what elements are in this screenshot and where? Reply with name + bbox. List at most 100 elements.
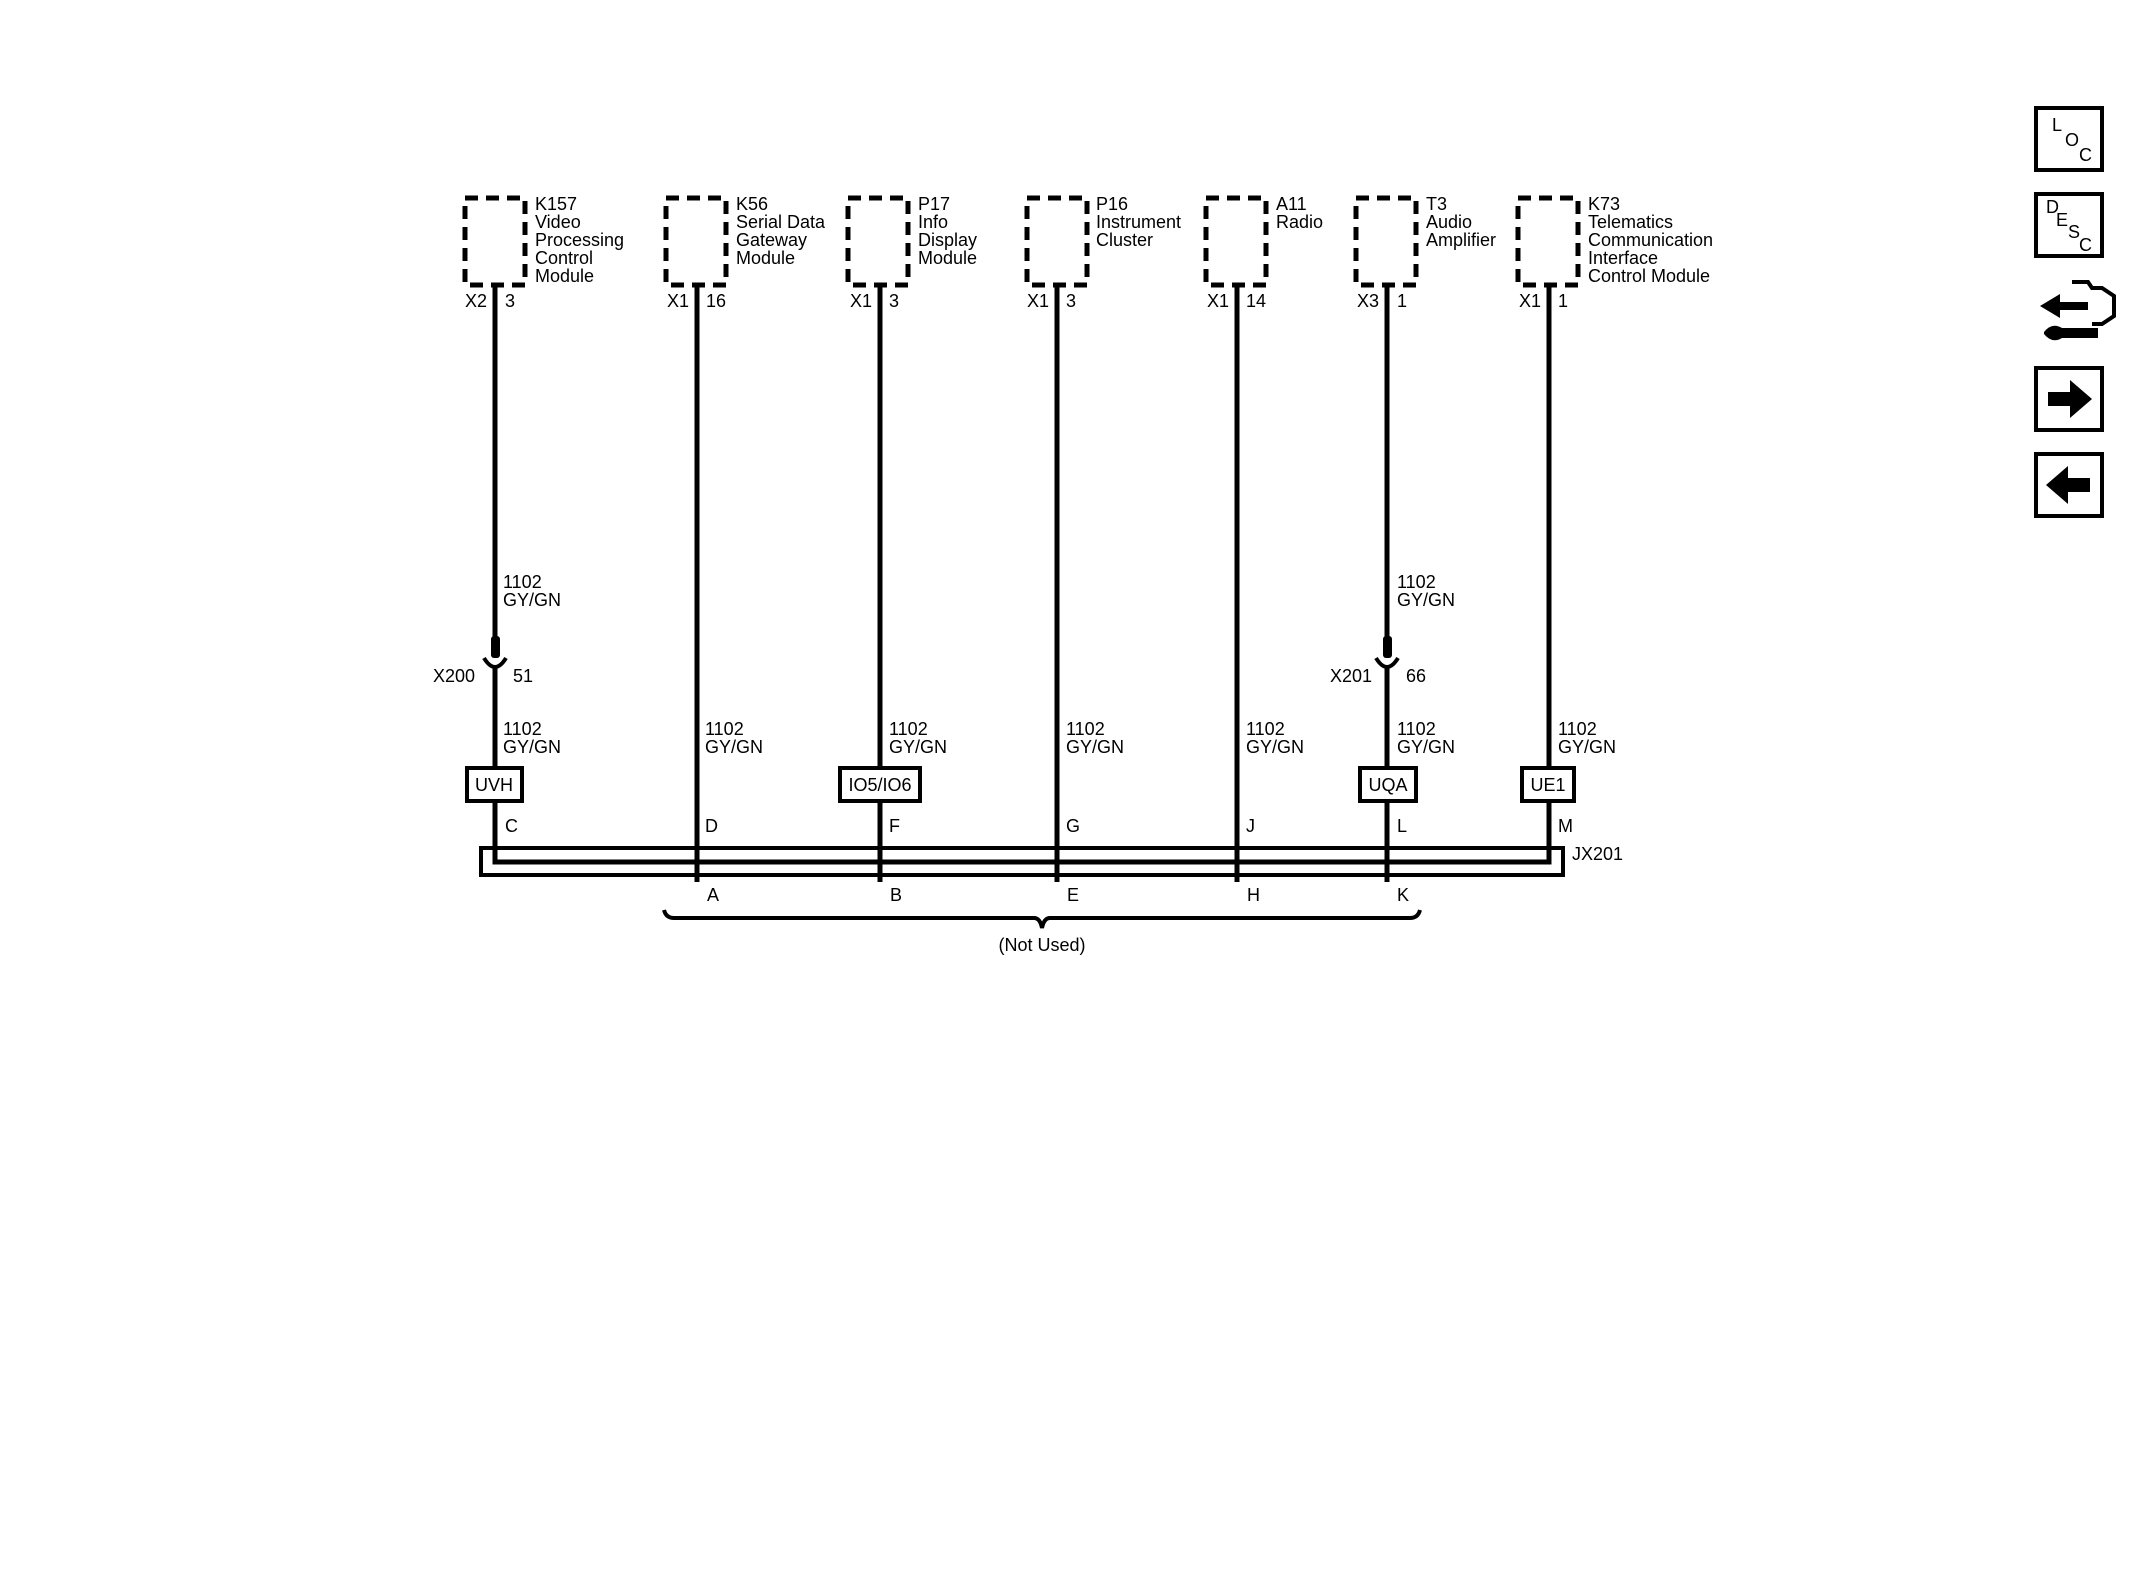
splice-pin-m: M xyxy=(1558,816,1573,836)
svg-text:UE1: UE1 xyxy=(1530,775,1565,795)
wire-label-k56: 1102 GY/GN xyxy=(705,719,763,757)
svg-text:GY/GN: GY/GN xyxy=(503,737,561,757)
module-ref-k157: K157 xyxy=(535,194,577,214)
pin-label-p17: 3 xyxy=(889,291,899,311)
module-name-k73: Communication xyxy=(1588,230,1713,250)
svg-text:D: D xyxy=(2046,197,2059,217)
option-box-io5-io6: IO5/IO6 xyxy=(838,766,922,803)
module-box-k157 xyxy=(462,195,528,288)
connector-service-button[interactable] xyxy=(2040,280,2116,341)
module-name-p16: Instrument xyxy=(1096,212,1181,232)
splice-pack-name: JX201 xyxy=(1572,844,1623,864)
module-box-k56 xyxy=(663,195,729,288)
svg-text:1102: 1102 xyxy=(503,719,542,739)
module-ref-a11: A11 xyxy=(1276,194,1307,214)
connector-label-a11: X1 xyxy=(1207,291,1229,311)
splice-pin-c: C xyxy=(505,816,518,836)
not-used-label: (Not Used) xyxy=(998,935,1085,955)
module-name-a11: Radio xyxy=(1276,212,1323,232)
option-box-uvh: UVH xyxy=(465,766,524,803)
svg-text:GY/GN: GY/GN xyxy=(503,590,561,610)
svg-text:GY/GN: GY/GN xyxy=(1558,737,1616,757)
connector-label-p17: X1 xyxy=(850,291,872,311)
wire-label-k73: 1102 GY/GN xyxy=(1558,719,1616,757)
wire-label-k157-upper: 1102 GY/GN xyxy=(503,572,561,610)
svg-text:1102: 1102 xyxy=(503,572,542,592)
svg-text:GY/GN: GY/GN xyxy=(889,737,947,757)
splice-pin-f: F xyxy=(889,816,900,836)
loc-button[interactable]: L O C xyxy=(2034,106,2104,172)
module-p16: P16 Instrument Cluster X1 3 xyxy=(1024,194,1181,311)
module-ref-k56: K56 xyxy=(736,194,768,214)
splice-pack-outer xyxy=(479,846,1565,877)
module-name-k157: Module xyxy=(535,266,594,286)
module-name-k56: Gateway xyxy=(736,230,807,250)
inline-connector-pin-x200: 51 xyxy=(513,666,533,686)
connector-label-k157: X2 xyxy=(465,291,487,311)
wire-label-a11: 1102 GY/GN xyxy=(1246,719,1304,757)
module-box-p17 xyxy=(845,195,911,288)
svg-text:UVH: UVH xyxy=(475,775,513,795)
module-name-p17: Info xyxy=(918,212,948,232)
splice-pin-g: G xyxy=(1066,816,1080,836)
svg-text:1102: 1102 xyxy=(1066,719,1105,739)
module-ref-p16: P16 xyxy=(1096,194,1128,214)
back-button[interactable] xyxy=(2034,452,2104,518)
module-name-p17: Module xyxy=(918,248,977,268)
splice-pin-j: J xyxy=(1246,816,1255,836)
module-name-p17: Display xyxy=(918,230,977,250)
module-name-k157: Control xyxy=(535,248,593,268)
desc-button[interactable]: D E S C xyxy=(2034,192,2104,258)
connector-label-k56: X1 xyxy=(667,291,689,311)
pin-label-a11: 14 xyxy=(1246,291,1266,311)
module-box-t3 xyxy=(1353,195,1419,288)
wire-label-t3-lower: 1102 GY/GN xyxy=(1397,719,1455,757)
module-t3: T3 Audio Amplifier X3 1 xyxy=(1353,194,1496,311)
wire-label-t3-upper: 1102 GY/GN xyxy=(1397,572,1455,610)
inline-connector-x201: X201 66 xyxy=(1330,636,1426,686)
module-a11: A11 Radio X1 14 xyxy=(1203,194,1323,311)
svg-text:GY/GN: GY/GN xyxy=(705,737,763,757)
svg-text:1102: 1102 xyxy=(1246,719,1285,739)
svg-text:1102: 1102 xyxy=(889,719,928,739)
module-name-k157: Video xyxy=(535,212,581,232)
desc-icon: D E S C xyxy=(2046,197,2092,255)
module-name-k73: Telematics xyxy=(1588,212,1673,232)
wire-label-k157-lower: 1102 GY/GN xyxy=(503,719,561,757)
module-name-k73: Control Module xyxy=(1588,266,1710,286)
splice-pin-k: K xyxy=(1397,885,1409,905)
svg-text:1102: 1102 xyxy=(1397,572,1436,592)
module-k157: K157 Video Processing Control Module X2 … xyxy=(462,194,624,311)
svg-text:C: C xyxy=(2079,145,2092,165)
pin-label-t3: 1 xyxy=(1397,291,1407,311)
module-box-p16 xyxy=(1024,195,1090,288)
arrow-right-icon xyxy=(2048,380,2092,418)
module-box-a11 xyxy=(1203,195,1269,288)
not-used-brace xyxy=(662,909,1422,929)
svg-text:GY/GN: GY/GN xyxy=(1066,737,1124,757)
connector-label-k73: X1 xyxy=(1519,291,1541,311)
svg-text:C: C xyxy=(2079,235,2092,255)
svg-text:GY/GN: GY/GN xyxy=(1397,590,1455,610)
inline-connector-pin-x201: 66 xyxy=(1406,666,1426,686)
module-name-t3: Amplifier xyxy=(1426,230,1496,250)
inline-connector-x200: X200 51 xyxy=(433,636,533,686)
svg-text:IO5/IO6: IO5/IO6 xyxy=(848,775,911,795)
wire-label-p17: 1102 GY/GN xyxy=(889,719,947,757)
svg-text:GY/GN: GY/GN xyxy=(1246,737,1304,757)
loc-icon: L O C xyxy=(2052,115,2092,165)
module-box-k73 xyxy=(1515,195,1581,288)
next-button[interactable] xyxy=(2034,366,2104,432)
splice-pack-jx201: JX201 xyxy=(479,844,1623,877)
pin-label-k157: 3 xyxy=(505,291,515,311)
connector-wrench-icon xyxy=(2040,280,2116,341)
svg-text:1102: 1102 xyxy=(1397,719,1436,739)
svg-text:E: E xyxy=(2056,210,2068,230)
option-box-ue1: UE1 xyxy=(1520,766,1576,803)
module-ref-p17: P17 xyxy=(918,194,950,214)
connector-label-t3: X3 xyxy=(1357,291,1379,311)
pin-label-k56: 16 xyxy=(706,291,726,311)
module-name-k56: Serial Data xyxy=(736,212,826,232)
module-ref-k73: K73 xyxy=(1588,194,1620,214)
